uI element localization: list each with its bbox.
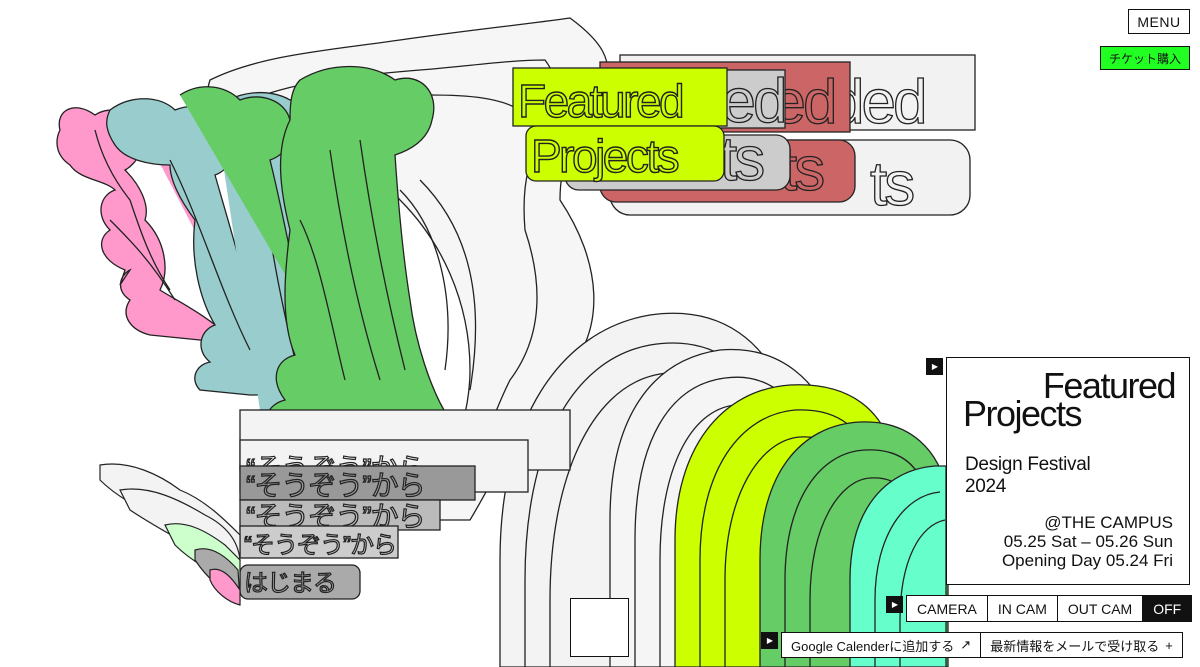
- newsletter-label: 最新情報をメールで受け取る: [990, 638, 1160, 654]
- event-logo-line-2: Projects: [963, 393, 1083, 435]
- ticket-button[interactable]: チケット購入: [1100, 46, 1190, 70]
- title-echo-2: ts: [870, 150, 913, 219]
- play-icon: ▶: [766, 635, 774, 645]
- external-link-icon: ↗: [960, 637, 972, 652]
- event-info-card: Featured Projects Design Festival 2024 @…: [946, 357, 1190, 585]
- camera-option-out-cam[interactable]: OUT CAM: [1058, 596, 1144, 621]
- event-name: Design Festival 2024: [965, 454, 1091, 498]
- play-icon: ▶: [931, 361, 939, 371]
- camera-play-button[interactable]: ▶: [886, 596, 903, 613]
- camera-label[interactable]: CAMERA: [907, 596, 988, 621]
- newsletter-link[interactable]: 最新情報をメールで受け取る +: [981, 633, 1182, 657]
- event-logo-line-1: Featured: [1042, 365, 1177, 406]
- plant-green: [179, 65, 475, 471]
- tagline-line-2: はじまる: [244, 570, 336, 597]
- ticket-label: チケット購入: [1108, 51, 1181, 66]
- event-dates: 05.25 Sat – 05.26 Sun: [1003, 532, 1173, 551]
- tagline-echo-2: “そうぞう”から: [246, 470, 425, 501]
- event-venue: @THE CAMPUS: [1044, 513, 1173, 532]
- main-title-line-1: Featured: [518, 75, 682, 127]
- main-title: Featured Projects: [512, 67, 728, 183]
- google-calendar-link[interactable]: Google Calenderに追加する ↗: [782, 633, 982, 657]
- camera-preview-box: [570, 598, 629, 657]
- event-details: @THE CAMPUS 05.25 Sat – 05.26 Sun Openin…: [1002, 513, 1173, 570]
- plus-icon: +: [1165, 637, 1173, 653]
- play-icon: ▶: [891, 599, 899, 609]
- links-play-button[interactable]: ▶: [761, 632, 778, 649]
- title-echo-6: ts: [720, 125, 763, 194]
- tagline-primary: “そうぞう”から はじまる: [239, 525, 399, 600]
- event-opening-day: Opening Day 05.24 Fri: [1001, 551, 1173, 570]
- camera-option-off[interactable]: OFF: [1143, 596, 1192, 621]
- colored-arches: [674, 384, 949, 667]
- camera-option-in-cam[interactable]: IN CAM: [988, 596, 1058, 621]
- event-logo: Featured Projects: [963, 365, 1177, 435]
- event-name-line-1: Design Festival: [965, 454, 1091, 475]
- menu-label: MENU: [1137, 13, 1181, 30]
- menu-button[interactable]: MENU: [1128, 9, 1190, 34]
- event-year: 2024: [965, 476, 1007, 497]
- tagline-line-1: “そうぞう”から: [244, 532, 396, 559]
- info-play-button[interactable]: ▶: [926, 358, 943, 375]
- main-title-line-2: Projects: [531, 130, 679, 182]
- small-plants: [99, 463, 241, 606]
- google-calendar-label: Google Calenderに追加する: [791, 638, 955, 654]
- camera-toggle: CAMERA IN CAM OUT CAM OFF: [906, 595, 1193, 622]
- bottom-links: Google Calenderに追加する ↗ 最新情報をメールで受け取る +: [781, 632, 1183, 658]
